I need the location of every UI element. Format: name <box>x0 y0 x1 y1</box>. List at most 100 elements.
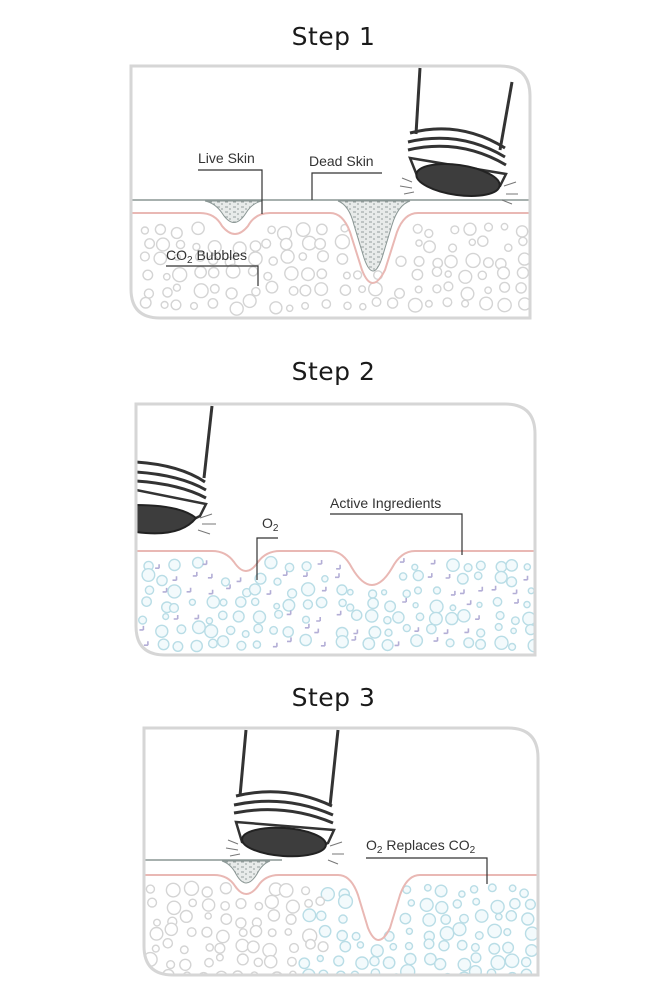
bubble <box>225 263 241 279</box>
bubble <box>320 887 335 902</box>
bubble <box>434 957 447 971</box>
bubble <box>315 896 326 907</box>
ingredient-plus <box>433 637 439 642</box>
bubble <box>144 585 155 596</box>
bubble <box>165 882 181 898</box>
bubble <box>446 558 460 572</box>
bubble <box>209 283 220 294</box>
bubble <box>141 568 156 583</box>
bubble <box>424 228 434 239</box>
ingredient-plus <box>466 600 472 606</box>
bubble <box>162 612 170 621</box>
bubble <box>350 609 363 622</box>
bubble <box>502 941 515 954</box>
bubble <box>496 266 511 280</box>
bubble <box>155 237 171 252</box>
bubble <box>305 938 316 950</box>
ingredient-plus <box>450 590 456 596</box>
bubble <box>254 572 267 585</box>
ingredient-plus <box>460 589 465 595</box>
ingredient-plus <box>316 617 321 622</box>
bubble <box>494 912 503 921</box>
bubble <box>201 886 213 898</box>
bubble <box>499 281 511 293</box>
bubble <box>506 971 518 975</box>
bubble <box>428 611 443 626</box>
bubble <box>252 640 262 649</box>
ingredient-plus <box>173 615 179 620</box>
bubble <box>282 626 295 638</box>
bubble <box>286 956 297 967</box>
step-1-panel: Live Skin Dead Skin CO2 Bubbles <box>129 64 532 320</box>
bubble <box>248 583 262 596</box>
o2-label: O2 <box>262 515 279 534</box>
bubble <box>267 225 276 235</box>
bubble <box>456 572 469 585</box>
bubble <box>400 964 416 975</box>
bubble <box>351 931 361 941</box>
bubble <box>216 635 230 648</box>
bubble <box>500 222 509 231</box>
ingredient-plus <box>266 590 272 595</box>
ingredient-plus <box>192 571 198 577</box>
bubble <box>166 959 176 970</box>
step-2-skin-line <box>136 550 535 586</box>
bubble <box>161 968 175 975</box>
bubble <box>494 635 509 650</box>
ingredient-plus <box>321 586 327 592</box>
bubble <box>318 924 332 938</box>
bubble <box>443 281 454 292</box>
step-1-title: Step 1 <box>291 22 376 51</box>
ingredient-plus <box>162 587 168 593</box>
bubble <box>337 893 354 910</box>
bubble <box>299 284 312 297</box>
bubble <box>368 625 382 639</box>
bubble <box>315 596 328 609</box>
ingredient-plus <box>194 614 200 620</box>
bubble <box>516 266 530 279</box>
bubble <box>176 624 187 635</box>
bubble <box>424 299 433 308</box>
bubble <box>402 623 411 633</box>
bubble <box>370 968 381 975</box>
bubble <box>201 898 216 912</box>
bubble <box>339 284 352 297</box>
bubble <box>411 563 419 571</box>
o2-replaces-co2-label: O2 Replaces CO2 <box>366 837 476 856</box>
bubble <box>299 633 313 647</box>
bubble <box>192 242 201 252</box>
step-1-dead-skin-right <box>337 200 411 272</box>
ingredient-plus <box>282 571 288 576</box>
ingredient-plus <box>314 628 320 634</box>
bubble <box>444 254 458 269</box>
bubble <box>389 942 398 951</box>
ingredient-plus <box>491 585 497 591</box>
bubble <box>219 882 233 895</box>
bubble <box>191 221 205 236</box>
bubble <box>452 899 463 909</box>
bubble <box>423 938 435 950</box>
bubble <box>415 239 423 247</box>
bubble <box>191 620 206 635</box>
bubble <box>435 900 449 915</box>
bubble <box>225 625 236 636</box>
bubble <box>479 296 494 311</box>
bubble <box>439 926 455 941</box>
bubble <box>510 616 520 626</box>
bubble <box>251 286 261 297</box>
bubble <box>265 280 279 294</box>
bubble <box>205 943 214 952</box>
bubble <box>168 602 180 614</box>
bubble <box>189 301 199 311</box>
bubble <box>461 299 470 308</box>
step-3-skin-line <box>144 874 538 941</box>
bubble <box>168 558 181 572</box>
bubble <box>474 909 489 923</box>
bubble <box>253 957 264 968</box>
bubble <box>301 968 316 975</box>
bubble <box>476 235 489 247</box>
bubble <box>492 596 503 607</box>
ingredient-plus <box>155 564 160 569</box>
bubble <box>215 953 224 962</box>
step-3-dead-skin <box>221 860 271 884</box>
